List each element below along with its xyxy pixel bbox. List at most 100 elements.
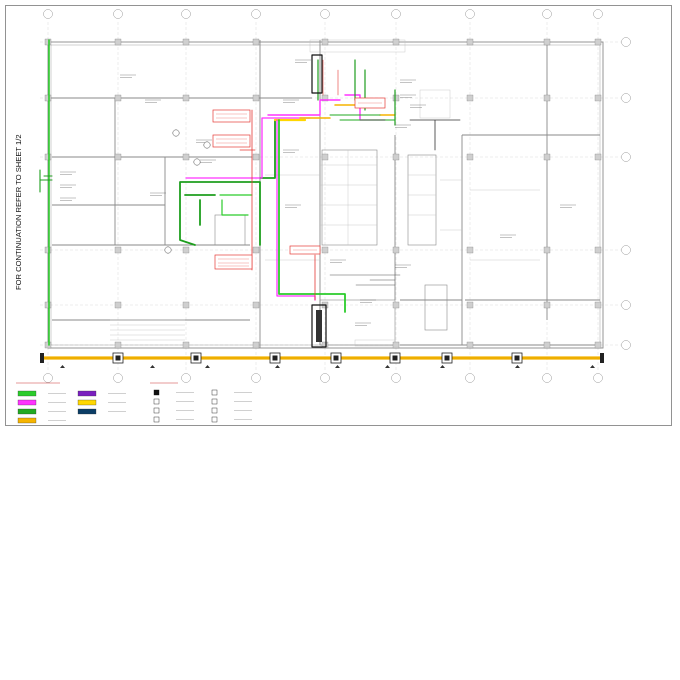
grid-bubble [621, 300, 631, 310]
detail-marker [203, 141, 211, 149]
structural-column [466, 94, 474, 102]
structural-column [44, 153, 52, 161]
grid-bubble [621, 245, 631, 255]
pipe-magenta-loop [185, 117, 311, 179]
structural-column [594, 246, 602, 254]
structural-column [466, 246, 474, 254]
grid-bubble [251, 9, 261, 19]
structural-column [44, 94, 52, 102]
structural-column [543, 94, 551, 102]
grid-bubble [621, 37, 631, 47]
legend-area [16, 382, 252, 424]
structural-column [252, 301, 260, 309]
structural-column [44, 246, 52, 254]
structural-column [114, 301, 122, 309]
section-marker-core [333, 355, 339, 361]
structural-column [543, 246, 551, 254]
flow-arrow-icon [515, 365, 520, 368]
section-marker-core [115, 355, 121, 361]
structural-column [594, 153, 602, 161]
detail-marker [193, 158, 201, 166]
legend-swatch [17, 399, 37, 406]
grid-bubble [542, 9, 552, 19]
room-partitions [110, 39, 540, 347]
structural-column [392, 153, 400, 161]
structural-column [252, 341, 260, 349]
structural-column [114, 153, 122, 161]
flow-arrow-icon [590, 365, 595, 368]
grid-bubble [181, 373, 191, 383]
flow-arrow-icon [205, 365, 210, 368]
grid-bubble [181, 9, 191, 19]
structural-column [392, 341, 400, 349]
fitting-symbol-icon [153, 398, 160, 405]
fitting-symbol-icon [211, 416, 218, 423]
structural-column [114, 38, 122, 46]
structural-column [44, 341, 52, 349]
structural-column [182, 94, 190, 102]
flow-arrow-icon [60, 365, 65, 368]
section-marker-core [272, 355, 278, 361]
fitting-symbol-icon [211, 398, 218, 405]
structural-column [114, 94, 122, 102]
detail-marker [164, 246, 172, 254]
structural-column [594, 301, 602, 309]
flow-arrow-icon [385, 365, 390, 368]
structural-column [182, 38, 190, 46]
pipe-red-detail [239, 109, 316, 301]
grid-bubble [320, 373, 330, 383]
legend-swatch [17, 408, 37, 415]
legend-swatch [17, 390, 37, 397]
fitting-symbol-icon [211, 389, 218, 396]
grid-bubble [113, 9, 123, 19]
grid-bubble [621, 93, 631, 103]
grid-bubbles [43, 9, 631, 383]
grid-bubble [43, 373, 53, 383]
pipe-routes [39, 39, 604, 360]
structural-column [321, 94, 329, 102]
structural-column [321, 153, 329, 161]
structural-column [466, 341, 474, 349]
section-marker-core [514, 355, 520, 361]
section-marker-core [444, 355, 450, 361]
structural-column [543, 38, 551, 46]
section-marker-core [392, 355, 398, 361]
grid-bubble [251, 373, 261, 383]
fitting-symbol-icon [211, 407, 218, 414]
structural-column [252, 153, 260, 161]
flow-arrow-icon [440, 365, 445, 368]
fitting-symbol-icon [153, 416, 160, 423]
grid-bubble [621, 152, 631, 162]
structural-column [114, 341, 122, 349]
fitting-symbol-icon [153, 389, 160, 396]
main-end-cap [600, 353, 604, 363]
structural-column [182, 153, 190, 161]
flow-arrow-icon [275, 365, 280, 368]
fitting-symbol-icon [153, 407, 160, 414]
structural-column [594, 38, 602, 46]
grid-bubble [320, 9, 330, 19]
structural-column [594, 341, 602, 349]
flow-arrow-icon [150, 365, 155, 368]
structural-column [466, 38, 474, 46]
grid-bubble [391, 373, 401, 383]
legend-swatch [77, 408, 97, 415]
pipe-green-center-loop [179, 119, 301, 246]
structural-column [392, 301, 400, 309]
structural-column [44, 301, 52, 309]
structural-column [114, 246, 122, 254]
section-marker-core [193, 355, 199, 361]
grid-bubble [593, 9, 603, 19]
grid-bubble [43, 9, 53, 19]
structural-column [252, 38, 260, 46]
flow-arrow-icon [335, 365, 340, 368]
structural-column [182, 246, 190, 254]
structural-column [543, 341, 551, 349]
structural-column [252, 246, 260, 254]
grid-bubble [113, 373, 123, 383]
continuation-note: FOR CONTINUATION REFER TO SHEET 1/2 [14, 134, 23, 290]
pipe-green-left-branch [39, 169, 53, 193]
legend-swatch [77, 390, 97, 397]
grid-bubble [593, 373, 603, 383]
